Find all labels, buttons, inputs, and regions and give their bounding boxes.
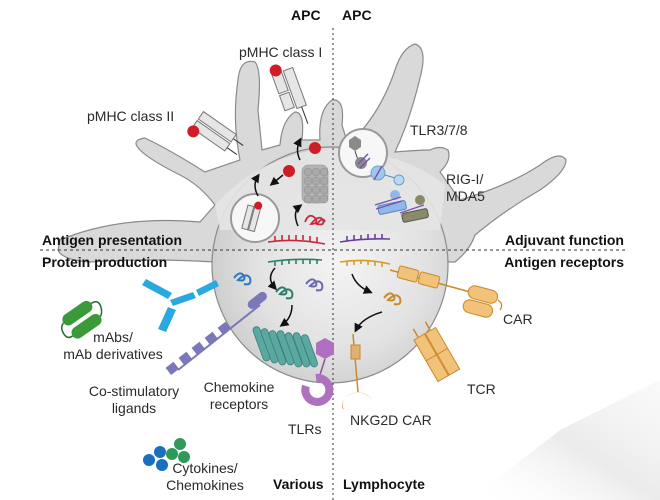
antibody-icon [142,279,219,332]
label-cytokines-line1: Cytokines/ [172,460,238,476]
mrna-green-icon [267,258,323,266]
quadrant-header-top-left: APC [291,7,321,23]
nkg2d-car-icon [341,333,372,410]
mab-derivative-icon [61,300,103,339]
tlr-icon [301,338,334,406]
quadrant-footer-bottom-left: Various [273,476,324,492]
arrow-icon [351,273,373,294]
label-co-stimulatory: Co-stimulatory ligands [82,383,186,417]
tcr-receptor-icon [412,321,461,383]
label-tlr378: TLR3/7/8 [410,122,468,138]
peptide-icon [283,165,295,177]
label-rig-i-line2: MDA5 [446,188,485,204]
label-co-stimulatory-line2: ligands [111,400,157,416]
protein-orange-icon [383,292,402,306]
label-tlrs: TLRs [288,421,322,437]
arrow-icon [269,174,284,186]
label-mabs-line2: mAb derivatives [63,346,163,362]
label-cytokines: Cytokines/ Chemokines [160,460,250,494]
protein-teal-icon [275,286,294,300]
quadrant-header-top-right: APC [342,7,372,23]
arrow-icon [293,137,302,161]
label-chemokine-line1: Chemokine [203,379,275,395]
protein-blue-icon [233,272,252,286]
protein-icon [304,214,326,226]
peptide-icon [309,142,321,154]
arrow-icon [279,304,293,327]
mrna-purple-icon [339,234,391,243]
label-car: CAR [503,311,533,327]
chemokine-receptor-icon [252,326,318,368]
section-adjuvant-function: Adjuvant function [505,232,624,248]
label-pmhc-class-i: pMHC class I [239,44,323,60]
co-stimulatory-ligand-icon [165,291,267,376]
tlr-endosome-icon [338,128,388,178]
arrow-icon [292,204,303,227]
background-smudge [470,380,660,500]
cytokine-icon [143,438,190,471]
pmhc-class-ii-icon [187,110,244,155]
quadrant-footer-bottom-right: Lymphocyte [343,476,425,492]
mrna-red-icon [267,235,326,245]
label-rig-i-mda5: RIG-I/ MDA5 [446,171,485,205]
label-rig-i-line1: RIG-I/ [446,171,484,187]
arrow-icon [354,311,383,333]
mda5-icon [399,195,429,223]
section-antigen-receptors: Antigen receptors [504,254,624,270]
endosome-icon [230,193,280,243]
tlr-receptor-icon [370,165,405,186]
label-chemokine-line2: receptors [209,396,269,412]
label-pmhc-class-ii: pMHC class II [87,108,175,124]
car-receptor-icon [389,265,503,318]
rig-i-icon [374,190,407,215]
label-chemokine-receptors: Chemokine receptors [196,379,282,413]
pmhc-class-i-icon [269,64,309,124]
proteasome-icon [301,164,329,204]
arrow-icon [267,267,278,291]
label-co-stimulatory-line1: Co-stimulatory [88,383,180,399]
mrna-orange-icon [339,259,391,267]
label-cytokines-line2: Chemokines [166,477,244,493]
arrow-icon [250,173,260,197]
label-mabs: mAbs/ mAb derivatives [58,329,168,363]
section-protein-production: Protein production [42,254,168,270]
label-tcr: TCR [467,381,496,397]
protein-purple-icon [305,278,324,292]
label-mabs-line1: mAbs/ [93,329,133,345]
section-antigen-presentation: Antigen presentation [42,232,183,248]
label-nkg2d-car: NKG2D CAR [350,412,432,428]
